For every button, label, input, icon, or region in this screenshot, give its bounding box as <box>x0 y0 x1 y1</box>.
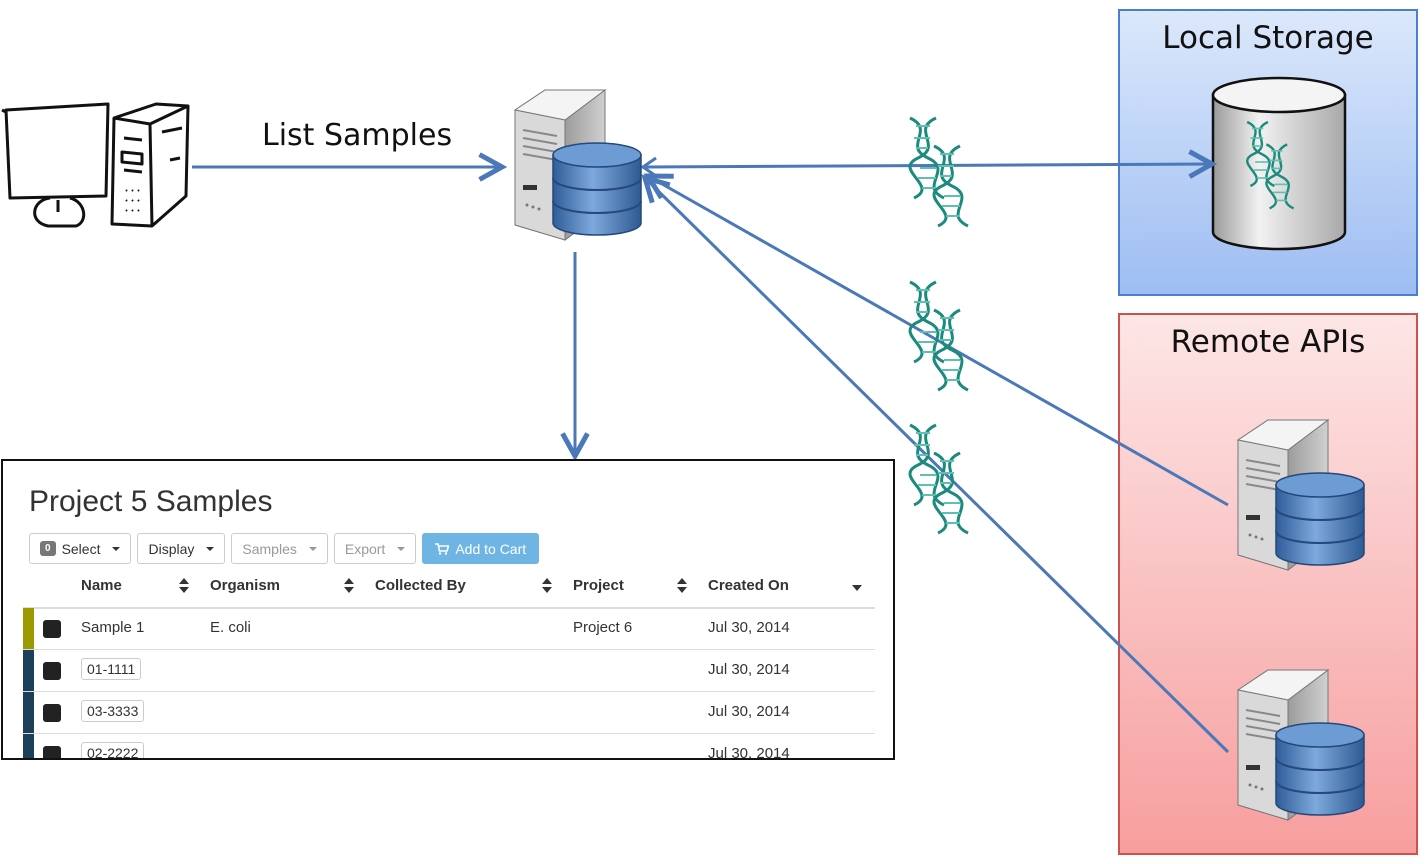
dna-icon <box>908 423 970 535</box>
sort-icon[interactable] <box>344 578 354 594</box>
caret-down-icon <box>397 546 406 551</box>
sample-name-tag[interactable]: 03-3333 <box>81 700 145 722</box>
samples-dropdown-button[interactable]: Samples <box>231 533 328 564</box>
cart-icon <box>435 542 450 555</box>
samples-toolbar: 0 Select Display Samples Export Add to C… <box>29 533 540 564</box>
selected-count-badge: 0 <box>40 541 56 556</box>
select-label: Select <box>61 540 101 557</box>
column-header-created-on[interactable]: Created On <box>708 577 789 594</box>
row-checkbox[interactable] <box>43 662 61 680</box>
sort-icon[interactable] <box>677 578 687 594</box>
central-server-icon <box>514 89 642 241</box>
created-on-cell: Jul 30, 2014 <box>708 661 790 678</box>
remote-apis-title: Remote APIs <box>1170 324 1366 360</box>
local-storage-title: Local Storage <box>1162 20 1374 56</box>
server-local-storage-arrow <box>644 164 1212 167</box>
select-dropdown-button[interactable]: 0 Select <box>29 533 132 564</box>
storage-cylinder-icon <box>1211 76 1347 251</box>
row-color-bar <box>23 734 34 758</box>
local-storage-return-arrowhead <box>640 156 657 178</box>
table-row[interactable]: 02-2222 Jul 30, 2014 <box>23 734 875 760</box>
created-on-cell: Jul 30, 2014 <box>708 619 790 636</box>
table-row[interactable]: Sample 1 E. coli Project 6 Jul 30, 2014 <box>23 608 875 650</box>
row-color-bar <box>23 692 34 733</box>
table-row[interactable]: 01-1111 Jul 30, 2014 <box>23 650 875 692</box>
created-on-cell: Jul 30, 2014 <box>708 745 790 760</box>
created-on-cell: Jul 30, 2014 <box>708 703 790 720</box>
caret-down-icon <box>206 546 215 551</box>
row-checkbox[interactable] <box>43 746 61 758</box>
row-color-bar <box>23 608 34 649</box>
sample-name[interactable]: Sample 1 <box>81 619 145 636</box>
table-row[interactable]: 03-3333 Jul 30, 2014 <box>23 692 875 734</box>
sample-name-tag[interactable]: 02-2222 <box>81 742 145 758</box>
sort-icon[interactable] <box>179 578 189 594</box>
dna-icon <box>908 280 970 392</box>
add-to-cart-label: Add to Cart <box>455 540 527 557</box>
dna-icon <box>908 116 970 228</box>
display-label: Display <box>148 540 195 557</box>
column-header-name[interactable]: Name <box>81 577 122 594</box>
project-cell: Project 6 <box>573 619 633 636</box>
column-header-project[interactable]: Project <box>573 577 624 594</box>
remote-api-2-arrow <box>645 178 1230 754</box>
export-label: Export <box>344 540 386 557</box>
sort-icon[interactable] <box>542 578 552 594</box>
organism-cell: E. coli <box>210 619 251 636</box>
list-samples-label: List Samples <box>262 118 453 153</box>
row-checkbox[interactable] <box>43 704 61 722</box>
caret-down-icon <box>308 546 317 551</box>
row-color-bar <box>23 650 34 691</box>
page-title: Project 5 Samples <box>29 485 273 518</box>
samples-panel: Project 5 Samples 0 Select Display Sampl… <box>1 459 895 760</box>
sample-name-tag[interactable]: 01-1111 <box>81 658 142 680</box>
samples-label: Samples <box>242 540 297 557</box>
caret-down-icon <box>112 546 121 551</box>
row-checkbox[interactable] <box>43 620 61 638</box>
column-header-organism[interactable]: Organism <box>210 577 281 594</box>
table-header: Name Organism Collected By Project Creat… <box>23 573 875 609</box>
add-to-cart-button[interactable]: Add to Cart <box>422 533 540 564</box>
export-dropdown-button[interactable]: Export <box>333 533 417 564</box>
desktop-computer-icon <box>1 102 190 228</box>
column-header-collected-by[interactable]: Collected By <box>375 577 466 594</box>
display-dropdown-button[interactable]: Display <box>137 533 226 564</box>
sort-desc-icon[interactable] <box>852 585 862 591</box>
